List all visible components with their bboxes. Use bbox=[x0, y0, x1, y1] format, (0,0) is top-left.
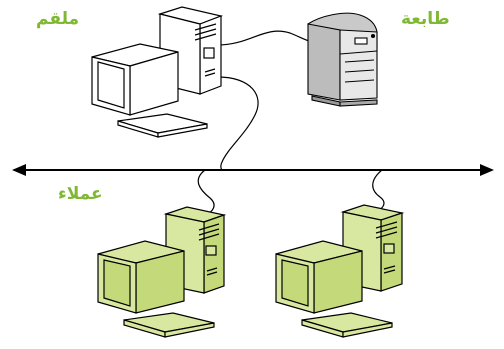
client-computer-2-icon bbox=[275, 204, 405, 338]
printer-icon bbox=[307, 12, 378, 107]
server-to-bus-cable bbox=[217, 76, 259, 171]
clients-label: عملاء bbox=[58, 184, 103, 204]
server-computer-icon bbox=[91, 6, 224, 138]
printer-label: طابعة bbox=[401, 9, 450, 29]
server-to-printer-cable bbox=[217, 30, 313, 46]
server-label: ملقم bbox=[36, 9, 80, 29]
client-computer-1-icon bbox=[97, 206, 227, 338]
client1-to-bus-cable bbox=[197, 169, 215, 216]
